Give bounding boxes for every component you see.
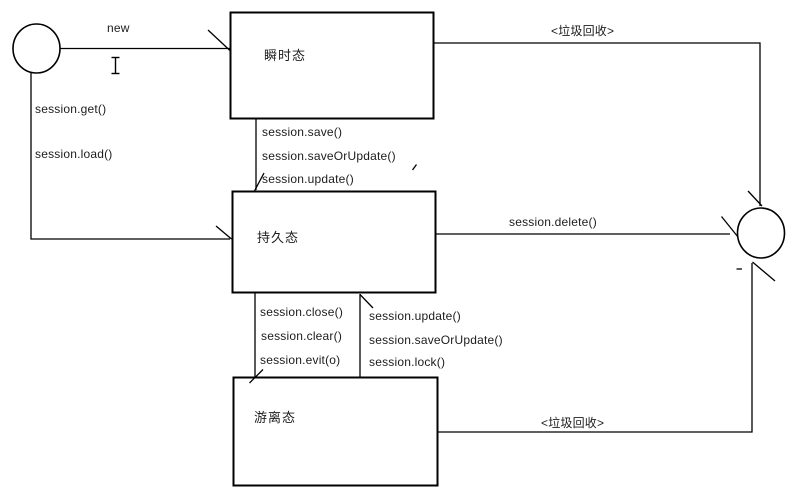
gc-top-transition-line <box>433 42 761 206</box>
start-state-circle <box>12 23 61 74</box>
save-or-update-label: session.saveOrUpdate() <box>262 149 396 163</box>
close-label: session.close() <box>260 305 344 319</box>
persistent-state-box <box>231 190 437 294</box>
evict-label: session.evit(o) <box>260 353 341 367</box>
save-arrowhead <box>253 172 265 192</box>
transient-state-label: 瞬时态 <box>264 48 307 63</box>
new-label: new <box>107 21 130 35</box>
gc-bottom-arrowhead <box>752 261 776 282</box>
get-load-arrowhead <box>215 225 232 240</box>
reattach-arrowhead <box>359 294 374 309</box>
stray-tick-mark <box>411 164 418 171</box>
load-label: session.load() <box>35 147 113 161</box>
new-arrowhead <box>207 29 231 52</box>
close-arrowhead <box>249 369 264 384</box>
detached-state-label: 游离态 <box>254 410 297 425</box>
get-load-transition-line <box>30 72 230 240</box>
gc-top-label: <垃圾回收> <box>551 24 615 38</box>
text-cursor-icon <box>111 56 120 75</box>
reattach-update-label: session.update() <box>369 309 461 323</box>
get-label: session.get() <box>35 102 107 116</box>
clear-label: session.clear() <box>261 329 343 343</box>
persistent-state-label: 持久态 <box>257 230 300 245</box>
update-label: session.update() <box>262 172 354 186</box>
delete-label: session.delete() <box>509 215 597 229</box>
delete-arrowhead <box>720 216 739 238</box>
reattach-save-or-update-label: session.saveOrUpdate() <box>369 333 503 347</box>
gc-top-arrowhead <box>747 190 763 207</box>
end-state-circle <box>736 207 786 259</box>
gc-bottom-transition-line <box>438 263 753 433</box>
save-label: session.save() <box>262 125 343 139</box>
gc-bottom-label: <垃圾回收> <box>541 416 605 430</box>
lock-label: session.lock() <box>369 355 446 369</box>
transient-state-box <box>229 11 435 120</box>
detached-state-box <box>232 376 439 487</box>
